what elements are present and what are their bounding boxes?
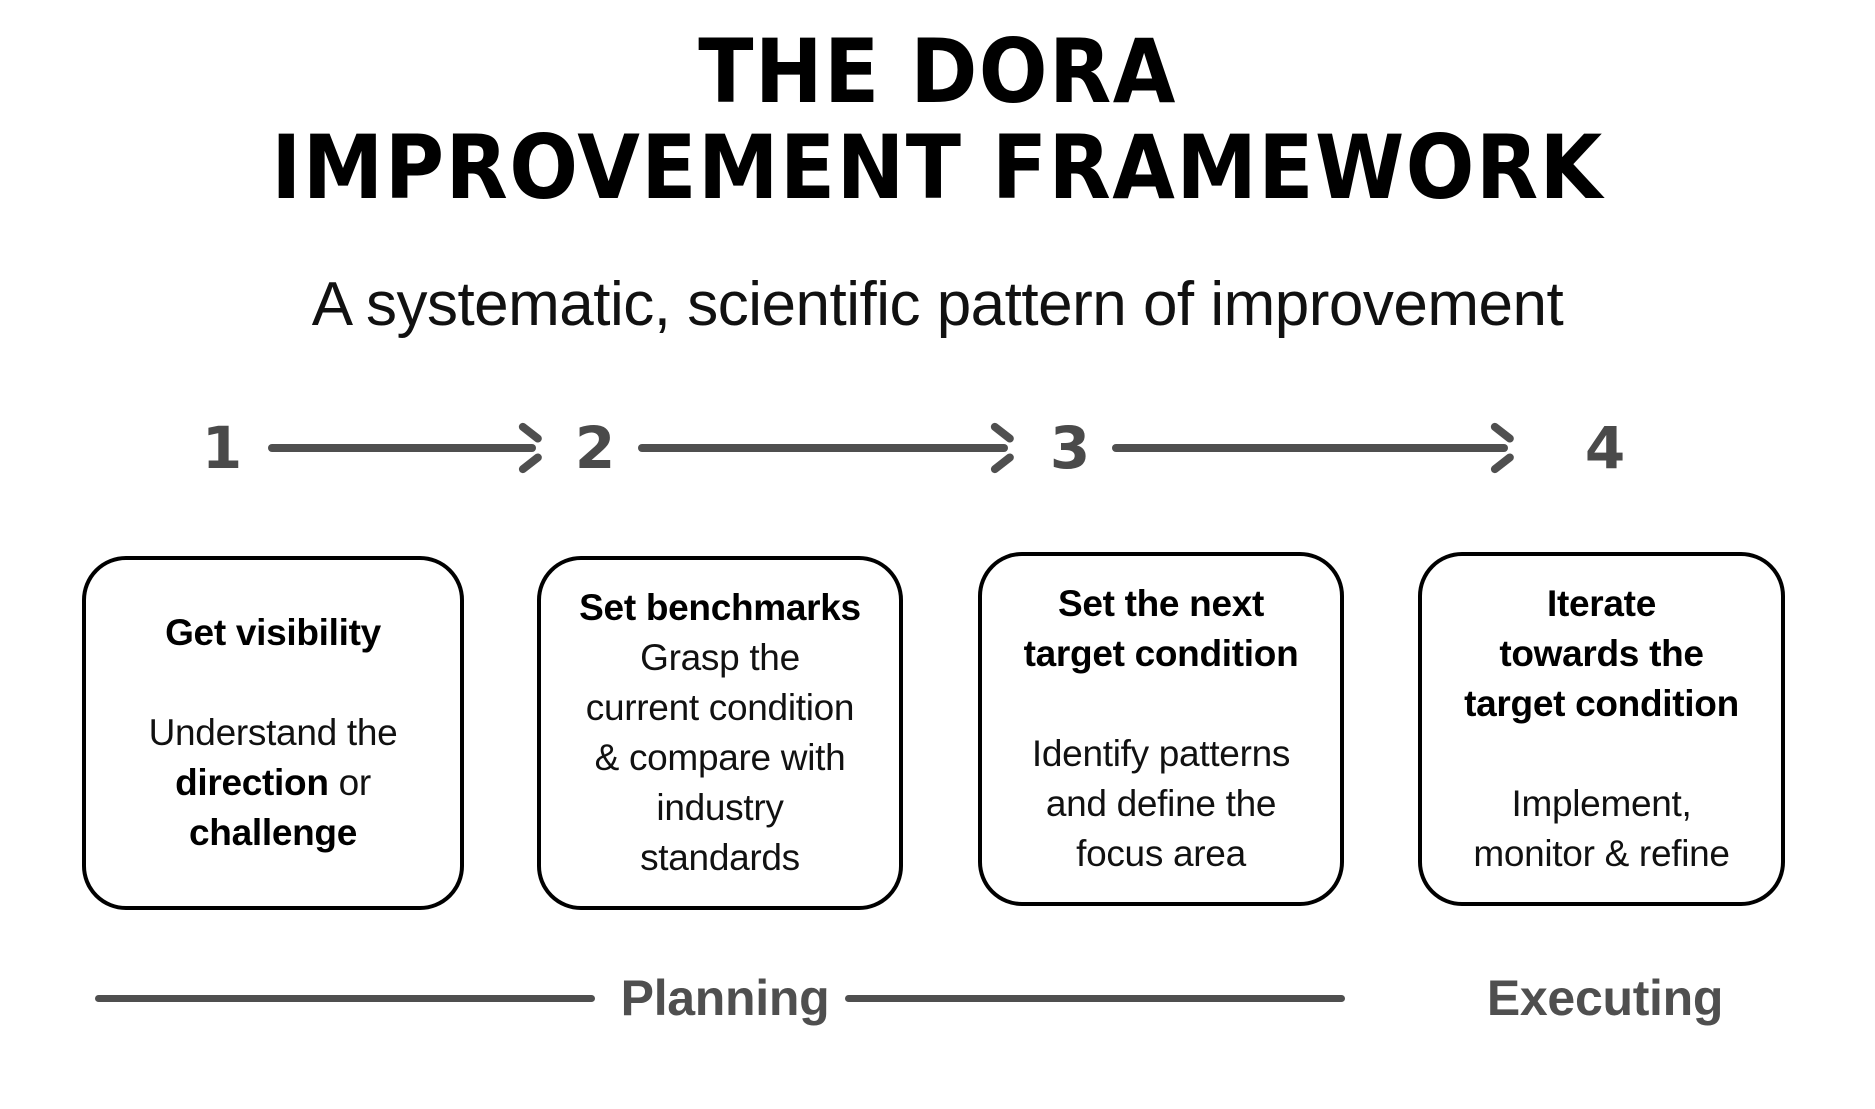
arrow-shaft <box>1112 444 1508 452</box>
step-card-2[interactable]: Set benchmarks Grasp the current conditi… <box>537 556 903 910</box>
title-line-1: THE DORA <box>698 20 1177 123</box>
card-body-line: standards <box>640 837 800 878</box>
card-heading-line: towards the <box>1499 633 1704 674</box>
card-heading-line: Set the next <box>1057 583 1265 624</box>
phase-line-left <box>95 995 595 1002</box>
phase-row: Planning Executing <box>0 960 1875 1040</box>
card-body-line: Identify patterns <box>1031 733 1291 774</box>
step-card-1-body: Understand the direction or challenge <box>149 708 398 858</box>
arrow-shaft <box>638 444 1008 452</box>
step-card-3[interactable]: Set the next target condition Identify p… <box>978 552 1344 906</box>
step-card-2-body: Grasp the current condition & compare wi… <box>585 633 855 883</box>
step-card-3-body: Identify patterns and define the focus a… <box>1032 729 1290 879</box>
step-number-4: 4 <box>1584 414 1626 482</box>
card-heading-line: target condition <box>1464 683 1739 724</box>
arrow-head-icon <box>514 433 538 463</box>
arrow-3-to-4 <box>1112 444 1508 452</box>
phase-label-executing: Executing <box>1486 970 1724 1026</box>
card-body-emphasis-challenge: challenge <box>189 812 357 853</box>
arrow-head-icon <box>986 433 1010 463</box>
step-number-3: 3 <box>1049 414 1091 482</box>
card-body-line: Implement, <box>1511 783 1692 824</box>
step-indicator-row: 1 2 3 4 <box>0 412 1875 492</box>
card-heading-line: target condition <box>1023 633 1299 674</box>
step-number-2: 2 <box>574 414 616 482</box>
card-body-line: monitor & refine <box>1473 833 1730 874</box>
card-body-line: Grasp the <box>640 637 800 678</box>
card-body-connector: or <box>338 762 372 803</box>
arrow-shaft <box>268 444 536 452</box>
page-title: THE DORA IMPROVEMENT FRAMEWORK <box>0 24 1875 216</box>
step-card-4-body: Implement, monitor & refine <box>1473 779 1730 879</box>
card-body-line: & compare with <box>594 737 846 778</box>
card-body-line: Understand the <box>148 712 398 753</box>
card-body-line: current condition <box>585 687 855 728</box>
phase-line-right <box>845 995 1345 1002</box>
step-card-1-heading: Get visibility <box>165 612 381 653</box>
step-card-2-heading: Set benchmarks <box>579 587 861 628</box>
arrow-1-to-2 <box>268 444 536 452</box>
step-card-4[interactable]: Iterate towards the target condition Imp… <box>1418 552 1785 906</box>
phase-label-planning: Planning <box>620 970 830 1026</box>
page-subtitle: A systematic, scientific pattern of impr… <box>311 270 1564 339</box>
step-card-1[interactable]: Get visibility Understand the direction … <box>82 556 464 910</box>
step-number-1: 1 <box>201 414 243 482</box>
card-body-line: and define the <box>1045 783 1277 824</box>
card-body-line: industry <box>656 787 784 828</box>
card-heading-line: Iterate <box>1547 583 1656 624</box>
card-body-emphasis-direction: direction <box>175 762 329 803</box>
arrow-head-icon <box>1486 433 1510 463</box>
step-card-3-heading: Set the next target condition <box>1024 579 1299 679</box>
step-card-4-heading: Iterate towards the target condition <box>1464 579 1739 729</box>
arrow-2-to-3 <box>638 444 1008 452</box>
title-line-2: IMPROVEMENT FRAMEWORK <box>271 116 1604 219</box>
card-body-line: focus area <box>1076 833 1246 874</box>
